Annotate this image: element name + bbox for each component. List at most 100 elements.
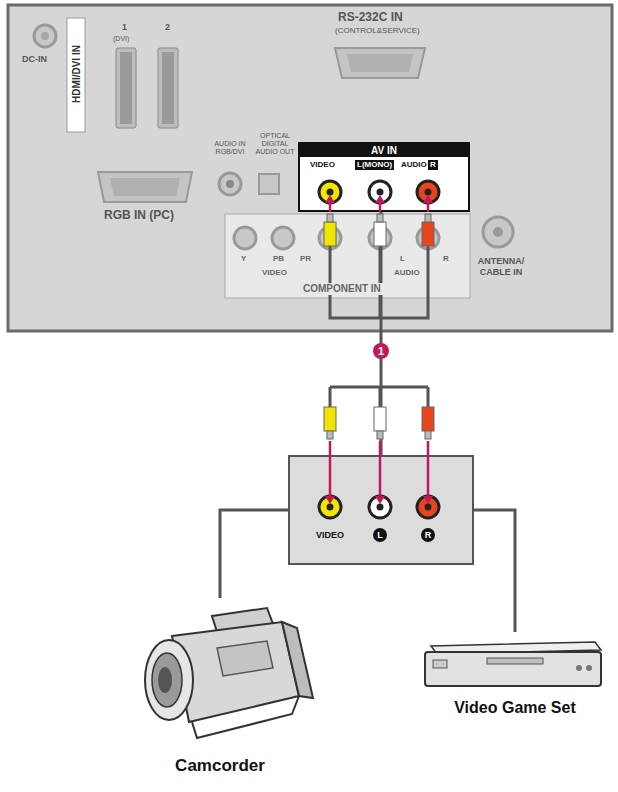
dc-in-jack	[34, 25, 56, 47]
connector-plugs	[369, 181, 391, 203]
connector-plugs	[375, 195, 385, 203]
connector-plugs	[425, 431, 431, 439]
hdmi-port	[162, 52, 174, 124]
cable-connector	[474, 510, 515, 632]
connector-plugs	[423, 195, 433, 203]
connector-plugs	[319, 181, 341, 203]
connector-plugs	[417, 181, 439, 203]
hdmi-port	[158, 48, 178, 128]
port-label: (DVI)	[113, 34, 129, 43]
connector-plugs	[422, 222, 434, 246]
connector-plugs	[327, 189, 334, 196]
connector-plugs	[379, 202, 382, 212]
component-jack	[234, 227, 256, 249]
rs232c-port	[335, 48, 425, 78]
port-label: AUDIO	[394, 268, 420, 278]
port-label: COMPONENT IN	[300, 283, 384, 295]
port-label: (CONTROL&SERVICE)	[335, 26, 420, 36]
camcorder-icon	[152, 653, 182, 707]
connector-plugs	[377, 214, 383, 222]
connector-plugs	[327, 504, 334, 511]
port-number: 2	[165, 22, 170, 33]
connector-plugs	[374, 222, 386, 246]
camcorder-icon	[282, 622, 313, 698]
port-number: 1	[122, 22, 127, 33]
connector-plugs	[427, 202, 430, 212]
connector-plugs	[325, 496, 335, 504]
jack-label: R	[428, 160, 438, 170]
game-set-icon	[586, 665, 592, 671]
rs232c-port	[335, 48, 425, 78]
connector-plugs	[425, 504, 432, 511]
hdmi-port	[116, 48, 136, 128]
channel-badge: L	[373, 528, 387, 542]
camcorder-icon	[217, 641, 273, 676]
camcorder-icon	[145, 640, 193, 720]
camcorder-icon	[192, 696, 299, 738]
jack-label: VIDEO	[306, 529, 354, 541]
jack-label: L(MONO)	[355, 160, 394, 170]
connector-plugs	[325, 195, 335, 203]
junction-box: VIDEO L R	[288, 455, 474, 565]
connector-plugs	[329, 441, 332, 497]
connector-plugs	[327, 431, 333, 439]
panel-heading: AV IN	[300, 144, 468, 157]
camcorder-icon	[117, 598, 317, 753]
connector-plugs	[327, 214, 333, 222]
jack-label: VIDEO	[308, 160, 337, 170]
rgb-port	[98, 172, 192, 202]
connector-plugs	[425, 189, 432, 196]
game-set-icon	[425, 652, 601, 686]
port-label: ANTENNA/ CABLE IN	[470, 256, 532, 278]
port-label: RS-232C IN	[338, 10, 403, 24]
port-label: PB	[273, 254, 284, 264]
port-label: OPTICAL DIGITAL AUDIO OUT	[253, 132, 297, 156]
cable-connector	[220, 510, 288, 598]
game-set-icon	[487, 658, 543, 664]
rs232c-port	[347, 54, 413, 72]
av-cable	[330, 240, 428, 318]
camcorder-icon	[158, 667, 172, 693]
rgb-port	[110, 178, 180, 196]
audio-in-jack	[219, 173, 241, 195]
port-label: L	[400, 254, 405, 264]
optical-port	[259, 174, 279, 194]
port-label: DC-IN	[22, 54, 47, 65]
audio-in-jack	[226, 180, 234, 188]
antenna-jack	[493, 227, 503, 237]
connector-plugs	[422, 407, 434, 431]
connector-plugs	[417, 496, 439, 518]
connector-plugs	[379, 441, 382, 497]
port-label: VIDEO	[262, 268, 287, 278]
dc-in-jack	[34, 25, 56, 47]
port-label: Y	[241, 254, 246, 264]
game-set-icon	[417, 632, 607, 692]
port-label: PR	[300, 254, 311, 264]
port-label: RGB IN (PC)	[104, 208, 174, 222]
rgb-port	[98, 172, 192, 202]
connector-plugs	[377, 431, 383, 439]
channel-badge: R	[421, 528, 435, 542]
jack-label: AUDIO	[399, 160, 429, 170]
antenna-jack	[483, 217, 513, 247]
connector-plugs	[377, 189, 384, 196]
hdmi-port	[116, 48, 178, 128]
audio-in-jack	[219, 173, 241, 195]
connector-plugs	[425, 214, 431, 222]
device-caption: Video Game Set	[417, 698, 613, 718]
tv-back-panel	[8, 5, 612, 331]
game-set-icon	[576, 665, 582, 671]
hdmi-port	[120, 52, 132, 124]
component-jack	[272, 227, 294, 249]
connector-plugs	[375, 496, 385, 504]
game-device: Video Game Set	[417, 632, 613, 732]
dc-in-jack	[41, 32, 49, 40]
device-caption: Camcorder	[117, 756, 323, 776]
connector-plugs	[329, 202, 332, 212]
connector-plugs	[427, 441, 430, 497]
hdmi-strip	[67, 18, 85, 132]
port-label: AUDIO IN RGB/DVI	[208, 140, 252, 156]
connector-plugs	[369, 496, 391, 518]
game-set-icon	[433, 660, 447, 668]
